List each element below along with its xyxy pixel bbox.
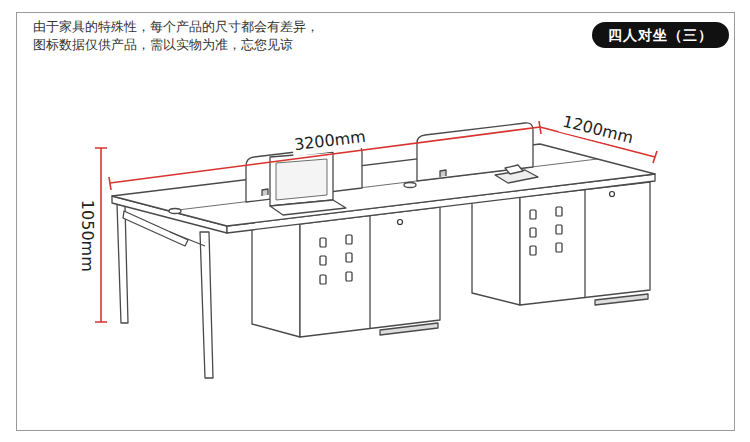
leg (117, 204, 128, 323)
leg (200, 232, 213, 378)
cable-hole (404, 183, 416, 188)
phone-handset (505, 165, 523, 174)
pedestal-front (520, 182, 650, 305)
laptop-display (276, 159, 327, 200)
desk-sketch (112, 123, 655, 378)
plinth (595, 294, 648, 305)
pedestal-front (300, 207, 440, 337)
badge-text: 四人对坐（三） (608, 26, 713, 44)
plinth (380, 323, 438, 335)
dimension-label: 1050mm (76, 198, 98, 274)
divider-screen (417, 123, 533, 181)
crossbar (170, 232, 205, 246)
note-text: 由于家具的特殊性，每个产品的尺寸都会有差异， 图标数据仅供产品，需以实物为准，忘… (33, 18, 329, 53)
laptop-base (270, 200, 346, 215)
dimension-label: 1200mm (559, 110, 638, 149)
clamp (440, 170, 446, 177)
pedestal-side (252, 211, 300, 337)
door-line (369, 216, 370, 329)
clamp (262, 189, 268, 196)
dimension-lines (95, 121, 657, 322)
door-line (584, 190, 585, 298)
laptop-screen (270, 152, 333, 206)
title-badge: 四人对坐（三） (592, 22, 729, 48)
frame (17, 13, 735, 431)
desktop (112, 144, 655, 226)
cable-hole (169, 209, 181, 214)
